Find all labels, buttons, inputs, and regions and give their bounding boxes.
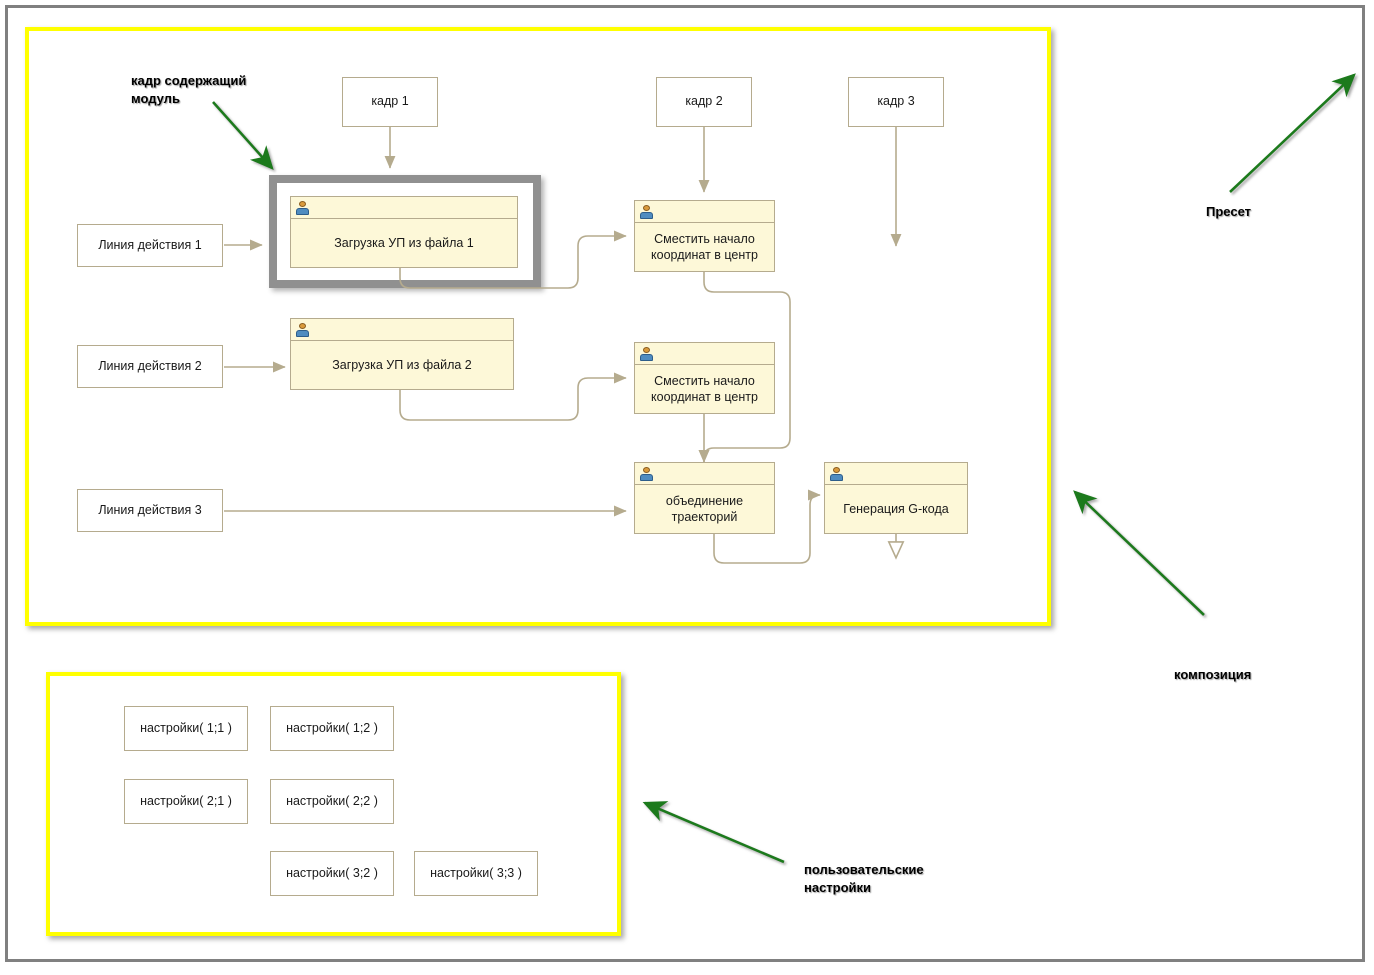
action-line-box-2[interactable]: Линия действия 2 bbox=[77, 345, 223, 388]
node-label: Генерация G-кода bbox=[843, 502, 949, 516]
node-load-file-1[interactable]: Загрузка УП из файла 1 bbox=[290, 196, 518, 268]
node-header bbox=[635, 201, 774, 223]
frame-box-3[interactable]: кадр 3 bbox=[848, 77, 944, 127]
settings-box-2-2[interactable]: настройки( 2;2 ) bbox=[270, 779, 394, 824]
node-generate-gcode[interactable]: Генерация G-кода bbox=[824, 462, 968, 534]
node-header bbox=[825, 463, 967, 485]
user-avatar-icon bbox=[640, 346, 653, 361]
node-header bbox=[291, 319, 513, 341]
node-header bbox=[635, 463, 774, 485]
settings-box-1-2[interactable]: настройки( 1;2 ) bbox=[270, 706, 394, 751]
user-avatar-icon bbox=[296, 200, 309, 215]
action-line-box-1[interactable]: Линия действия 1 bbox=[77, 224, 223, 267]
node-label: Загрузка УП из файла 1 bbox=[334, 236, 474, 250]
settings-box-3-3[interactable]: настройки( 3;3 ) bbox=[414, 851, 538, 896]
settings-box-3-2[interactable]: настройки( 3;2 ) bbox=[270, 851, 394, 896]
user-avatar-icon bbox=[640, 204, 653, 219]
settings-box-1-1[interactable]: настройки( 1;1 ) bbox=[124, 706, 248, 751]
node-load-file-2[interactable]: Загрузка УП из файла 2 bbox=[290, 318, 514, 390]
frame-box-1[interactable]: кадр 1 bbox=[342, 77, 438, 127]
node-header bbox=[291, 197, 517, 219]
user-avatar-icon bbox=[830, 466, 843, 481]
annotation-label-preset: Пресет bbox=[1206, 204, 1251, 219]
node-header bbox=[635, 343, 774, 365]
frame-box-2[interactable]: кадр 2 bbox=[656, 77, 752, 127]
action-line-box-3[interactable]: Линия действия 3 bbox=[77, 489, 223, 532]
settings-box-2-1[interactable]: настройки( 2;1 ) bbox=[124, 779, 248, 824]
annotation-label-composition: композиция bbox=[1174, 667, 1252, 682]
node-label: Загрузка УП из файла 2 bbox=[332, 358, 472, 372]
user-avatar-icon bbox=[296, 322, 309, 337]
user-avatar-icon bbox=[640, 466, 653, 481]
